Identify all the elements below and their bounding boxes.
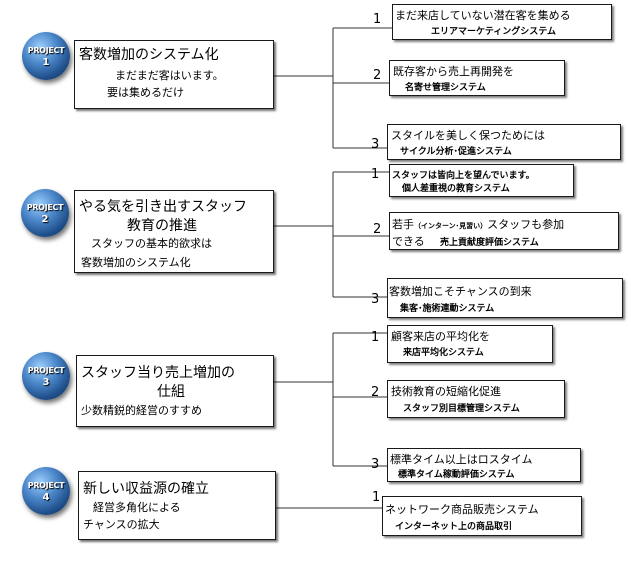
connector-p3 bbox=[273, 332, 387, 467]
p3-item-3-sub: 標準タイム稼動評価システム bbox=[398, 470, 515, 480]
project-4-box: 新しい収益源の確立 経営多角化による チャンスの拡大 bbox=[78, 471, 276, 540]
p3-item-3-box: 標準タイム以上はロスタイム 標準タイム稼動評価システム bbox=[387, 448, 581, 482]
p2-item-3-box: 客数増加こそチャンスの到来 集客･施術連動システム bbox=[387, 278, 623, 318]
project-3-badge: PROJECT 3 bbox=[22, 352, 70, 400]
p2-item-2-main-a: 若手 bbox=[392, 218, 414, 231]
badge-number: 4 bbox=[42, 492, 50, 503]
p2-item-2-sub: 売上貢献度評価システム bbox=[440, 238, 539, 248]
p1-item-3-box: スタイルを美しく保つためには サイクル分析･促進システム bbox=[387, 124, 621, 160]
project-4-sub2: チャンスの拡大 bbox=[83, 518, 160, 531]
p3-item-2-box: 技術教育の短縮化促進 スタッフ別目標管理システム bbox=[387, 380, 565, 418]
project-4-badge: PROJECT 4 bbox=[22, 467, 70, 515]
project-3-sub1: 少数精鋭的経営のすすめ bbox=[81, 404, 202, 417]
p3-item-1-number: 1 bbox=[371, 330, 380, 345]
p4-item-1-main: ネットワーク商品販売システム bbox=[385, 503, 539, 516]
p2-item-2-number: 2 bbox=[373, 222, 382, 237]
p3-item-2-main: 技術教育の短縮化促進 bbox=[391, 385, 501, 398]
badge-number: 3 bbox=[42, 377, 50, 388]
p1-item-2-sub: 名寄せ管理システム bbox=[405, 83, 486, 93]
connector-p2 bbox=[273, 171, 389, 298]
project-1-box: 客数増加のシステム化 まだまだ客はいます。 要は集めるだけ bbox=[74, 40, 274, 109]
p4-item-1-sub: インターネット上の商品取引 bbox=[395, 522, 513, 532]
p1-item-3-main: スタイルを美しく保つためには bbox=[391, 129, 545, 142]
project-2-title-line1: やる気を引き出すスタッフ bbox=[79, 199, 247, 215]
badge-label: PROJECT bbox=[27, 46, 65, 55]
p1-item-3-sub: サイクル分析･促進システム bbox=[400, 147, 512, 157]
p2-item-2-box: 若手（インターン･見習い）スタッフも参加 できる 売上貢献度評価システム bbox=[389, 212, 619, 250]
badge-label: PROJECT bbox=[26, 203, 64, 212]
project-2-sub1: スタッフの基本的欲求は bbox=[91, 237, 212, 250]
project-1-badge: PROJECT 1 bbox=[22, 32, 70, 80]
project-2-badge: PROJECT 2 bbox=[21, 189, 69, 237]
project-3-title-line2: 仕組 bbox=[157, 384, 185, 400]
p3-item-1-box: 顧客来店の平均化を 来店平均化システム bbox=[387, 325, 553, 363]
project-4-sub1: 経営多角化による bbox=[93, 501, 181, 514]
p2-item-2-main-c: スタッフも参加 bbox=[487, 218, 565, 231]
project-3-box: スタッフ当り売上増加の 仕組 少数精鋭的経営のすすめ bbox=[76, 355, 274, 427]
p3-item-3-main: 標準タイム以上はロスタイム bbox=[390, 453, 533, 466]
p2-item-3-main: 客数増加こそチャンスの到来 bbox=[389, 285, 532, 298]
p2-item-1-box: スタッフは皆向上を望んでいます。 個人差重視の教育システム bbox=[389, 164, 574, 197]
project-2-sub2: 客数増加のシステム化 bbox=[81, 256, 191, 269]
p4-item-1-box: ネットワーク商品販売システム インターネット上の商品取引 bbox=[382, 496, 582, 536]
p2-item-2-main-b: （インターン･見習い） bbox=[414, 222, 488, 230]
badge-number: 1 bbox=[42, 57, 50, 68]
p2-item-2-main2: できる bbox=[392, 235, 425, 248]
p1-item-2-box: 既存客から売上再開発を 名寄せ管理システム bbox=[389, 60, 565, 96]
p2-item-3-sub: 集客･施術連動システム bbox=[400, 304, 495, 314]
p3-item-1-main: 顧客来店の平均化を bbox=[391, 330, 490, 343]
p2-item-1-main: スタッフは皆向上を望んでいます。 bbox=[392, 171, 535, 181]
p1-item-1-box: まだ来店していない潜在客を集める エリアマーケティングシステム bbox=[392, 4, 612, 40]
project-1-sub2: 要は集めるだけ bbox=[107, 86, 184, 99]
project-1-sub1: まだまだ客はいます。 bbox=[115, 69, 224, 82]
connector-p1 bbox=[273, 27, 392, 149]
badge-label: PROJECT bbox=[27, 366, 65, 375]
badge-label: PROJECT bbox=[27, 481, 65, 490]
p1-item-3-number: 3 bbox=[371, 137, 380, 152]
p4-item-1-number: 1 bbox=[372, 490, 381, 505]
p3-item-2-number: 2 bbox=[371, 385, 380, 400]
p1-item-2-number: 2 bbox=[373, 68, 382, 83]
p1-item-1-sub: エリアマーケティングシステム bbox=[431, 27, 557, 37]
p3-item-3-number: 3 bbox=[371, 457, 380, 472]
project-2-box: やる気を引き出すスタッフ 教育の推進 スタッフの基本的欲求は 客数増加のシステム… bbox=[74, 190, 274, 273]
p1-item-2-main: 既存客から売上再開発を bbox=[393, 65, 514, 78]
p2-item-2-main: 若手（インターン･見習い）スタッフも参加 bbox=[392, 216, 564, 232]
project-1-title: 客数増加のシステム化 bbox=[79, 47, 219, 63]
p2-item-1-sub: 個人差重視の教育システム bbox=[402, 184, 510, 194]
p3-item-1-sub: 来店平均化システム bbox=[403, 348, 484, 358]
project-4-title: 新しい収益源の確立 bbox=[83, 481, 209, 497]
p2-item-1-number: 1 bbox=[371, 167, 380, 182]
p3-item-2-sub: スタッフ別目標管理システム bbox=[403, 404, 520, 414]
p1-item-1-main: まだ来店していない潜在客を集める bbox=[395, 9, 571, 22]
project-2-title-line2: 教育の推進 bbox=[127, 218, 197, 234]
p2-item-3-number: 3 bbox=[371, 292, 380, 307]
p1-item-1-number: 1 bbox=[373, 12, 382, 27]
project-3-title-line1: スタッフ当り売上増加の bbox=[81, 365, 235, 381]
badge-number: 2 bbox=[41, 214, 49, 225]
